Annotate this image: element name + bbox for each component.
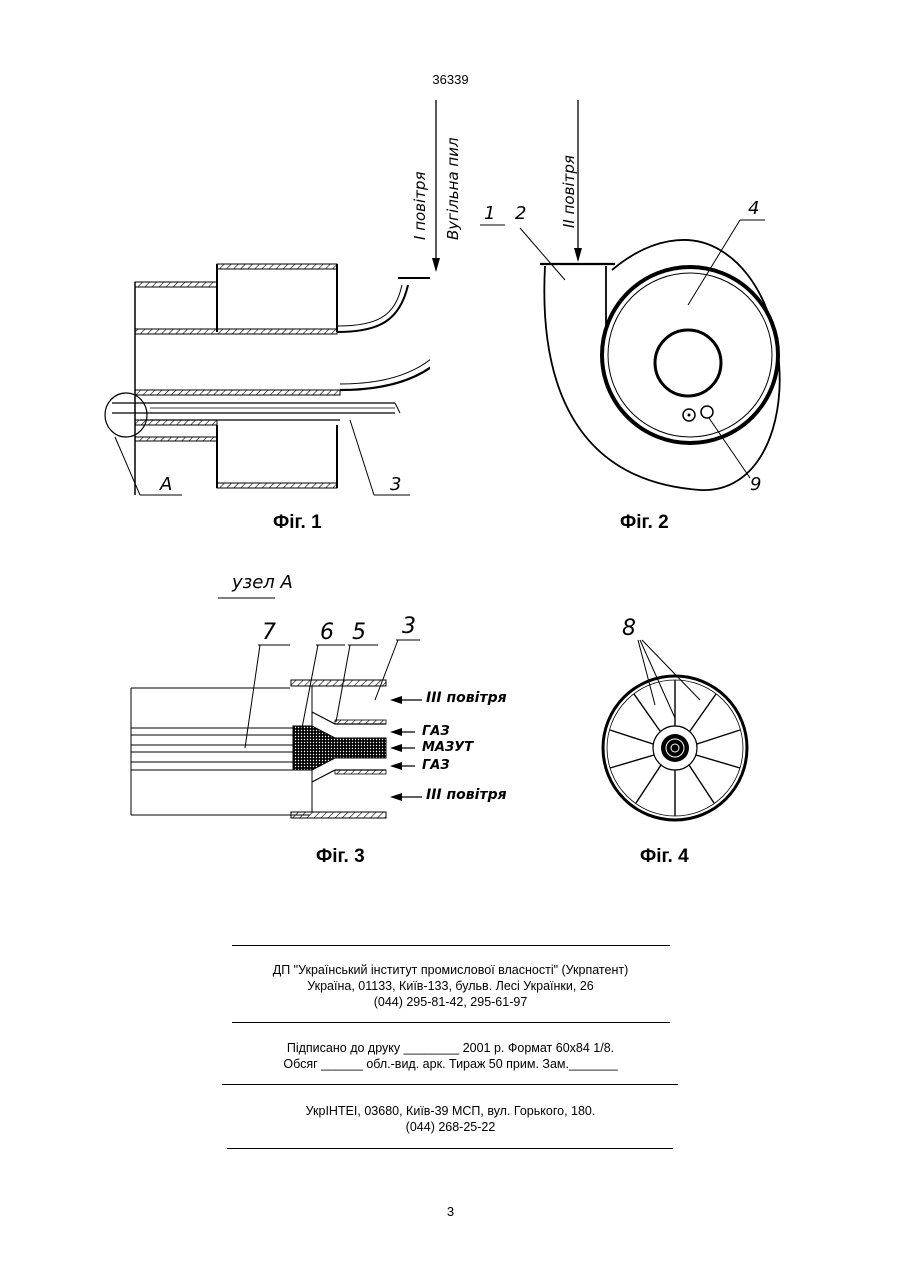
imprint-rule-4 <box>227 1148 673 1149</box>
imprint-org: ДП "Український інститут промислової вла… <box>0 962 901 978</box>
fig1-callout-1: 1 <box>484 203 495 224</box>
imprint-printer: УкрІНТЕІ, 03680, Київ-39 МСП, вул. Горьк… <box>0 1103 901 1119</box>
fig3-callout-7: 7 <box>262 620 276 645</box>
fig2-callout-9: 9 <box>750 474 761 495</box>
imprint-printer-phone: (044) 268-25-22 <box>0 1119 901 1135</box>
figure-1-inlet <box>420 100 510 300</box>
document-number: 36339 <box>0 72 901 87</box>
fig1-callout-3: 3 <box>390 474 401 495</box>
fig4-caption: Фіг. 4 <box>640 846 689 868</box>
imprint-address: Україна, 01133, Київ-133, бульв. Лесі Ук… <box>0 978 901 994</box>
fig2-callout-2: 2 <box>515 203 526 224</box>
fig3-callout-3: 3 <box>402 614 416 639</box>
imprint-rule-2 <box>232 1022 670 1023</box>
figure-2-drawing <box>510 100 810 500</box>
fig1-callout-detail: А <box>160 474 172 495</box>
imprint-rule-3 <box>222 1084 678 1085</box>
fig3-callout-6: 6 <box>320 620 334 645</box>
page-number: 3 <box>0 1204 901 1219</box>
fig3-label-air-bottom: III повітря <box>426 787 507 803</box>
imprint-volume: Обсяг ______ обл.-вид. арк. Тираж 50 при… <box>0 1056 901 1072</box>
fig1-arrow-label-2: Вугільна пил <box>444 137 462 240</box>
imprint-signed: Підписано до друку ________ 2001 р. Форм… <box>0 1040 901 1056</box>
fig3-caption: Фіг. 3 <box>316 846 365 868</box>
imprint-phone: (044) 295-81-42, 295-61-97 <box>0 994 901 1010</box>
fig1-arrow-label-1: I повітря <box>411 172 429 240</box>
fig3-label-air-top: III повітря <box>426 690 507 706</box>
fig2-caption: Фіг. 2 <box>620 512 669 534</box>
fig3-label-gas-bottom: ГАЗ <box>422 758 450 773</box>
fig2-callout-4: 4 <box>748 198 759 219</box>
fig3-label-gas-top: ГАЗ <box>422 724 450 739</box>
fig3-callout-5: 5 <box>352 620 366 645</box>
figure-1-drawing <box>100 100 430 500</box>
fig3-label-mazut: МАЗУТ <box>422 740 473 755</box>
fig2-arrow-label: II повітря <box>560 155 578 228</box>
imprint-rule-1 <box>232 945 670 946</box>
figure-4-drawing <box>600 630 760 830</box>
fig1-caption: Фіг. 1 <box>273 512 322 534</box>
